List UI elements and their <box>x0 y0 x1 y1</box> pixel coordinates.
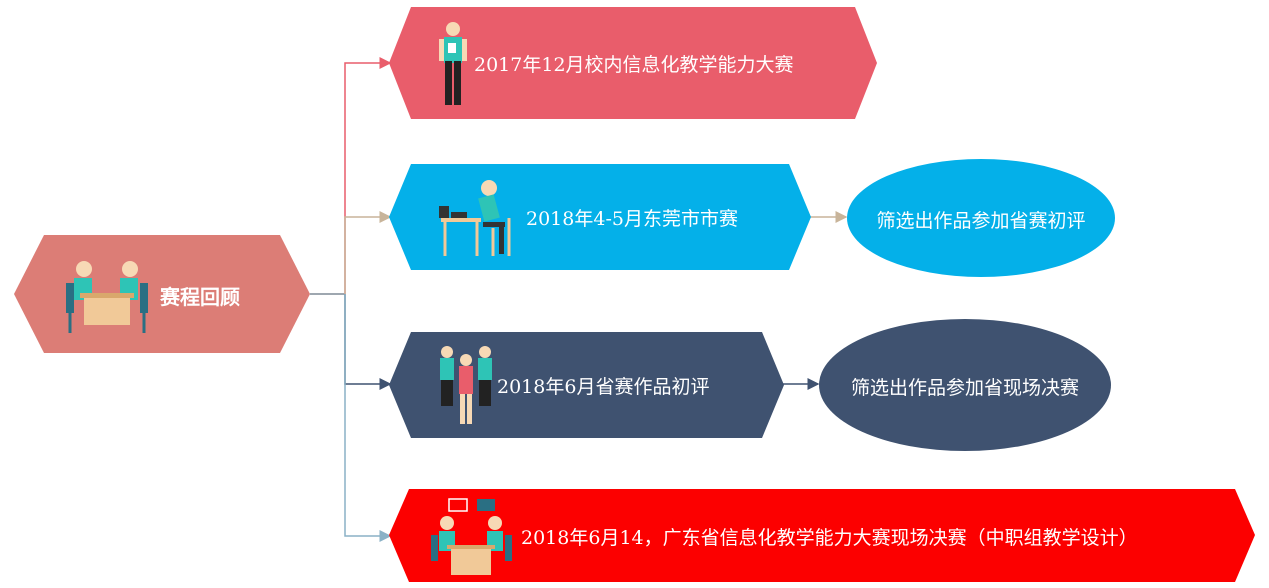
standing-person-icon <box>439 22 467 105</box>
connector-event-3 <box>344 294 392 390</box>
outcome-1-label: 筛选出作品参加省赛初评 <box>876 210 1086 232</box>
event-node-1: 2017年12月校内信息化教学能力大赛 <box>389 7 877 119</box>
connector-event-2 <box>344 211 392 294</box>
meeting-icon <box>66 261 148 333</box>
root-label: 赛程回顾 <box>160 285 240 309</box>
outcome-2-label: 筛选出作品参加省现场决赛 <box>850 377 1079 399</box>
event-1-hexagon <box>389 7 877 119</box>
event-3-label: 2018年6月省赛作品初评 <box>497 376 710 398</box>
event-4-label: 2018年6月14，广东省信息化教学能力大赛现场决赛（中职组教学设计） <box>521 527 1138 549</box>
event-node-3: 2018年6月省赛作品初评 <box>389 332 784 438</box>
outcome-node-1: 筛选出作品参加省赛初评 <box>846 158 1116 278</box>
event-1-label: 2017年12月校内信息化教学能力大赛 <box>474 54 794 76</box>
event-4-hexagon <box>389 489 1255 582</box>
event-node-4: 2018年6月14，广东省信息化教学能力大赛现场决赛（中职组教学设计） <box>389 489 1255 582</box>
root-node: 赛程回顾 <box>14 235 310 353</box>
person-at-desk-icon <box>439 180 511 256</box>
connector-event-4 <box>344 294 392 542</box>
outcome-2-ellipse <box>819 319 1111 451</box>
outcome-1-ellipse <box>847 159 1115 277</box>
event-2-label: 2018年4-5月东莞市市赛 <box>526 208 738 230</box>
connector-event-1 <box>344 57 392 294</box>
event-node-2: 2018年4-5月东莞市市赛 <box>389 164 811 270</box>
meeting-icon <box>431 498 512 575</box>
outcome-node-2: 筛选出作品参加省现场决赛 <box>818 318 1112 452</box>
group-of-people-icon <box>440 346 492 424</box>
